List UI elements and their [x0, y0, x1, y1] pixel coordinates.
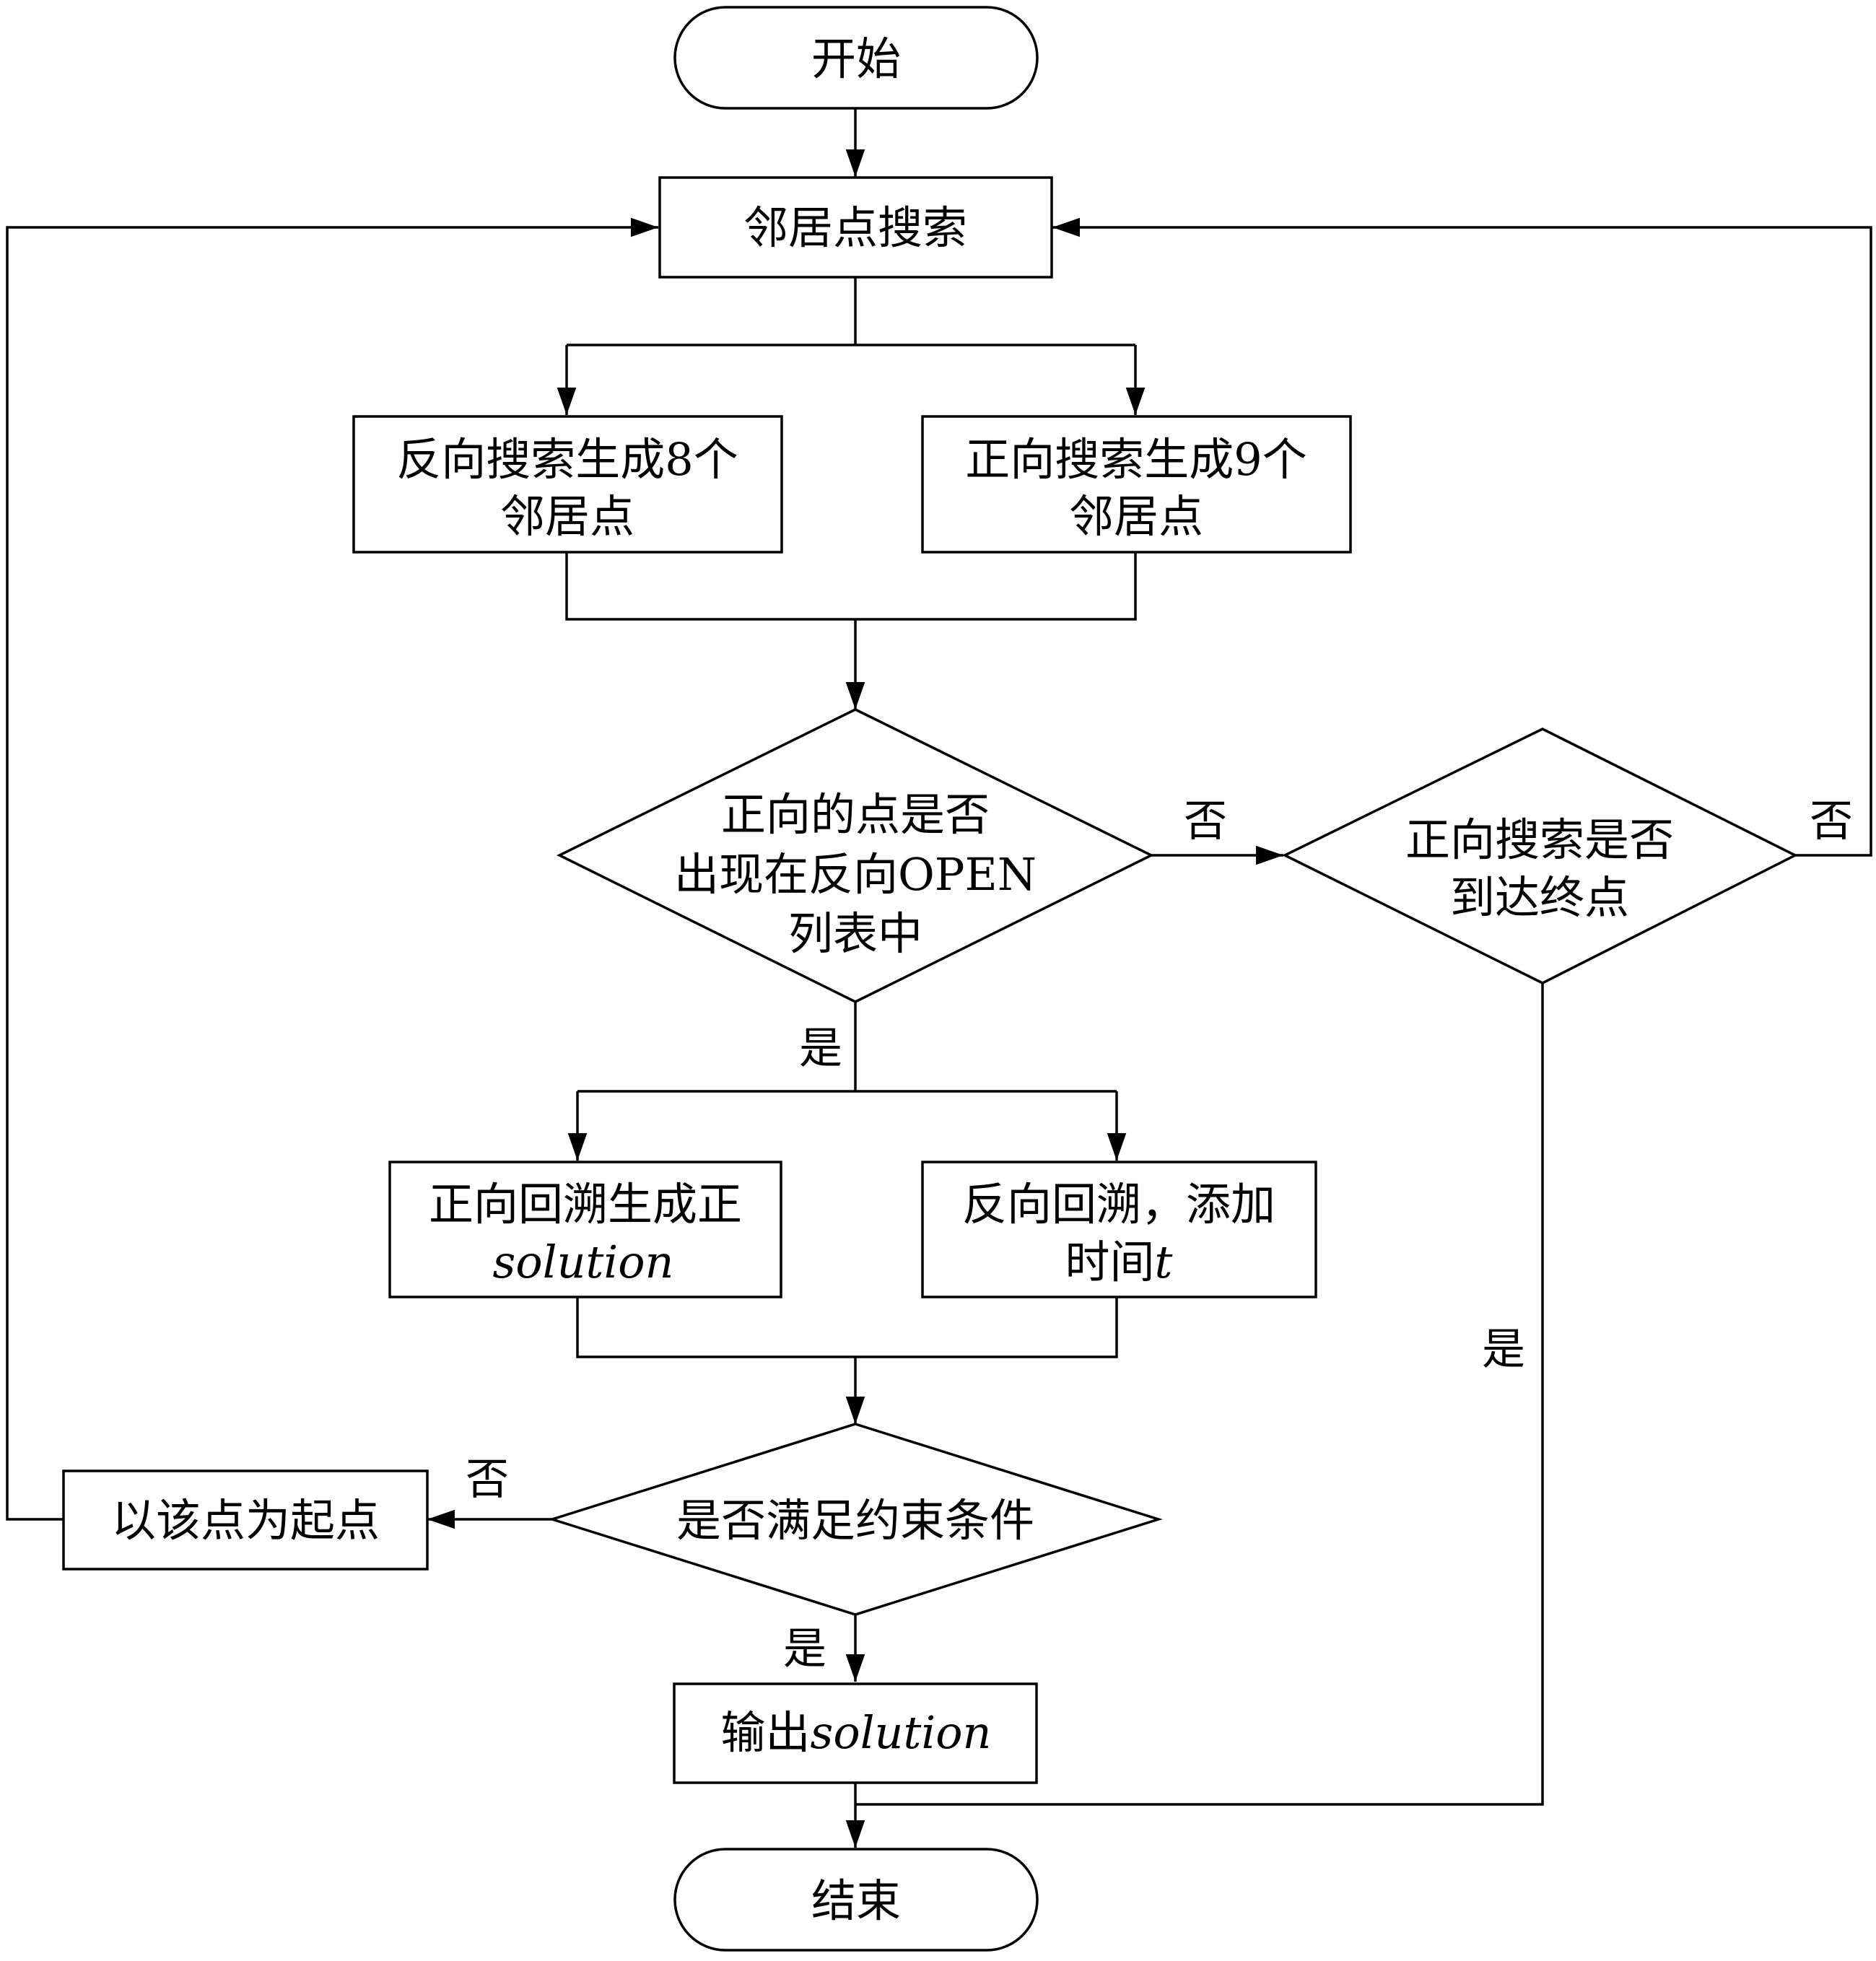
decision-open-line1: 正向的点是否: [721, 788, 990, 841]
edge-backtracks-merge: [576, 1297, 1118, 1424]
decision-end-line2: 到达终点: [1450, 871, 1629, 924]
output-prefix: 输出: [721, 1706, 811, 1759]
output-var: solution: [811, 1706, 992, 1759]
node-reverse-gen: 反向搜索生成8个 邻居点: [352, 415, 783, 554]
label-constraint-no: 否: [466, 1454, 509, 1505]
node-output: 输出solution: [673, 1682, 1038, 1784]
decision-constraint-label: 是否满足约束条件: [676, 1494, 1034, 1547]
start-label: 开始: [811, 32, 901, 85]
reverse-gen-line1: 反向搜索生成8个: [396, 433, 738, 486]
forward-backtrack-line2: solution: [493, 1236, 674, 1288]
node-reverse-backtrack: 反向回溯，添加 时间t: [921, 1161, 1317, 1298]
node-start: 开始: [673, 6, 1039, 110]
label-constraint-yes: 是: [783, 1624, 826, 1674]
decision-open-line3: 列表中: [788, 907, 922, 960]
decision-open-line2: 出现在反向OPEN: [674, 848, 1037, 901]
node-forward-gen: 正向搜索生成9个 邻居点: [921, 415, 1352, 554]
reverse-gen-line2: 邻居点: [500, 490, 634, 543]
edge-restart-loop: [6, 217, 658, 1521]
node-end: 结束: [673, 1848, 1039, 1952]
node-decision-open: 正向的点是否 出现在反向OPEN 列表中: [557, 708, 1154, 1003]
neighbor-search-label: 邻居点搜索: [743, 201, 967, 254]
label-end-yes: 是: [1482, 1324, 1525, 1375]
reverse-backtrack-time-var: t: [1155, 1236, 1173, 1288]
node-neighbor-search: 邻居点搜索: [658, 176, 1053, 279]
edge-end-check-yes-to-merge: [855, 983, 1544, 1806]
label-open-no: 否: [1184, 796, 1227, 847]
edge-search-split: [567, 277, 1135, 346]
edge-gens-merge: [565, 552, 1137, 709]
label-open-yes: 是: [799, 1023, 842, 1074]
edge-end-check-no-loop: [1052, 217, 1872, 857]
reverse-backtrack-line2: 时间t: [1065, 1236, 1173, 1288]
decision-end-line1: 正向搜索是否: [1405, 813, 1674, 866]
edge-open-yes-split: [577, 1002, 1117, 1093]
restart-label: 以该点为起点: [111, 1494, 380, 1547]
node-forward-backtrack: 正向回溯生成正 solution: [388, 1161, 782, 1298]
reverse-backtrack-line1: 反向回溯，添加: [962, 1178, 1275, 1231]
node-restart: 以该点为起点: [62, 1469, 429, 1571]
forward-gen-line1: 正向搜索生成9个: [965, 433, 1306, 486]
output-label: 输出solution: [721, 1706, 992, 1759]
connectors: [6, 108, 1872, 1848]
node-decision-end: 正向搜索是否 到达终点: [1282, 728, 1798, 984]
label-end-no: 否: [1810, 796, 1853, 847]
forward-backtrack-line1: 正向回溯生成正: [429, 1178, 742, 1231]
edge-labels: 否 否 是 是 否 是: [466, 796, 1853, 1674]
node-decision-constraint: 是否满足约束条件: [548, 1423, 1163, 1616]
forward-gen-line2: 邻居点: [1069, 490, 1203, 543]
reverse-backtrack-time-text: 时间: [1065, 1236, 1155, 1288]
end-label: 结束: [811, 1874, 901, 1927]
